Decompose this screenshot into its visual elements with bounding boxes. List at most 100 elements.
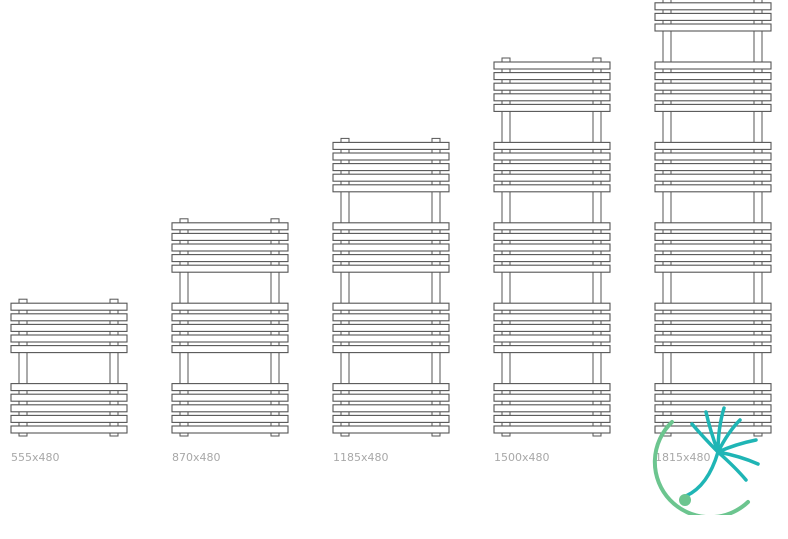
radiator-bar [493, 313, 611, 322]
radiator-bar [654, 12, 772, 21]
radiator-bar [493, 103, 611, 112]
radiator-bar [654, 345, 772, 354]
radiator-bar [654, 82, 772, 91]
radiator-bar [654, 103, 772, 112]
radiator-bar [493, 243, 611, 252]
radiator-bar [493, 404, 611, 413]
radiator-bar [332, 345, 450, 354]
radiator-bar [654, 141, 772, 150]
right-rail [431, 137, 441, 437]
radiator-bar [332, 414, 450, 423]
radiator-bar [493, 72, 611, 81]
radiator-bar [654, 61, 772, 70]
radiator-bar [654, 222, 772, 231]
radiator-bar [332, 222, 450, 231]
radiator-1185x480 [332, 137, 450, 437]
radiator-bar [493, 232, 611, 241]
radiator-bar [10, 383, 128, 392]
radiator-bar [654, 173, 772, 182]
radiator-bar [171, 425, 289, 434]
radiator-bar [332, 184, 450, 193]
radiator-bar [654, 383, 772, 392]
radiator-bar [171, 264, 289, 273]
right-rail [109, 298, 119, 437]
radiator-bar [493, 141, 611, 150]
radiator-bar [10, 345, 128, 354]
radiator-bar [332, 393, 450, 402]
radiator-bar [332, 323, 450, 332]
radiator-bar [654, 254, 772, 263]
radiator-bar [493, 254, 611, 263]
radiator-bar [332, 254, 450, 263]
radiator-bar [171, 393, 289, 402]
radiator-bar [493, 93, 611, 102]
radiator-bar [654, 163, 772, 172]
radiator-bar [171, 302, 289, 311]
radiator-bar [332, 425, 450, 434]
size-label-555x480: 555x480 [11, 451, 60, 464]
radiator-bar [171, 383, 289, 392]
radiator-bar [10, 313, 128, 322]
radiator-bar [332, 232, 450, 241]
radiator-bar [10, 393, 128, 402]
radiator-bar [493, 383, 611, 392]
radiator-bar [654, 93, 772, 102]
radiator-bar [654, 264, 772, 273]
radiator-bar [171, 404, 289, 413]
radiator-bar [654, 404, 772, 413]
radiator-1500x480 [493, 57, 611, 437]
radiator-bar [493, 222, 611, 231]
size-label-1815x480: 1815x480 [655, 451, 711, 464]
radiator-bar [654, 323, 772, 332]
radiator-bar [10, 323, 128, 332]
radiator-bar [171, 222, 289, 231]
radiator-bar [332, 163, 450, 172]
size-label-1185x480: 1185x480 [333, 451, 389, 464]
radiator-bar [10, 414, 128, 423]
radiator-bar [171, 334, 289, 343]
radiator-bar [493, 393, 611, 402]
size-label-870x480: 870x480 [172, 451, 221, 464]
radiator-bar [10, 334, 128, 343]
radiator-bar [493, 163, 611, 172]
radiator-bar [493, 152, 611, 161]
left-rail [340, 137, 350, 437]
radiator-bar [332, 334, 450, 343]
radiator-bar [332, 383, 450, 392]
left-rail [18, 298, 28, 437]
radiator-bar [171, 313, 289, 322]
radiator-870x480 [171, 218, 289, 437]
radiator-bar [654, 72, 772, 81]
radiator-bar [10, 302, 128, 311]
radiator-bar [654, 414, 772, 423]
radiator-bar [493, 264, 611, 273]
radiator-bar [332, 313, 450, 322]
radiator-bar [493, 323, 611, 332]
radiator-bar [332, 404, 450, 413]
left-rail [662, 0, 672, 437]
radiator-bar [171, 232, 289, 241]
radiator-bar [493, 173, 611, 182]
radiator-bar [493, 302, 611, 311]
radiator-bar [654, 243, 772, 252]
radiator-bar [332, 264, 450, 273]
right-rail [753, 0, 763, 437]
radiator-bar [493, 61, 611, 70]
radiator-bar [171, 323, 289, 332]
radiator-bar [493, 82, 611, 91]
radiator-bar [654, 302, 772, 311]
radiator-bar [332, 173, 450, 182]
radiator-bar [332, 302, 450, 311]
radiator-bar [654, 2, 772, 11]
radiator-bar [654, 184, 772, 193]
radiator-bar [654, 334, 772, 343]
radiator-bar [654, 232, 772, 241]
radiator-bar [654, 152, 772, 161]
radiator-bar [654, 313, 772, 322]
dandelion-seed-logo-icon [652, 406, 760, 515]
radiator-bar [10, 425, 128, 434]
radiator-1815x480 [654, 0, 772, 437]
radiator-bar [171, 254, 289, 263]
radiator-bar [493, 184, 611, 193]
